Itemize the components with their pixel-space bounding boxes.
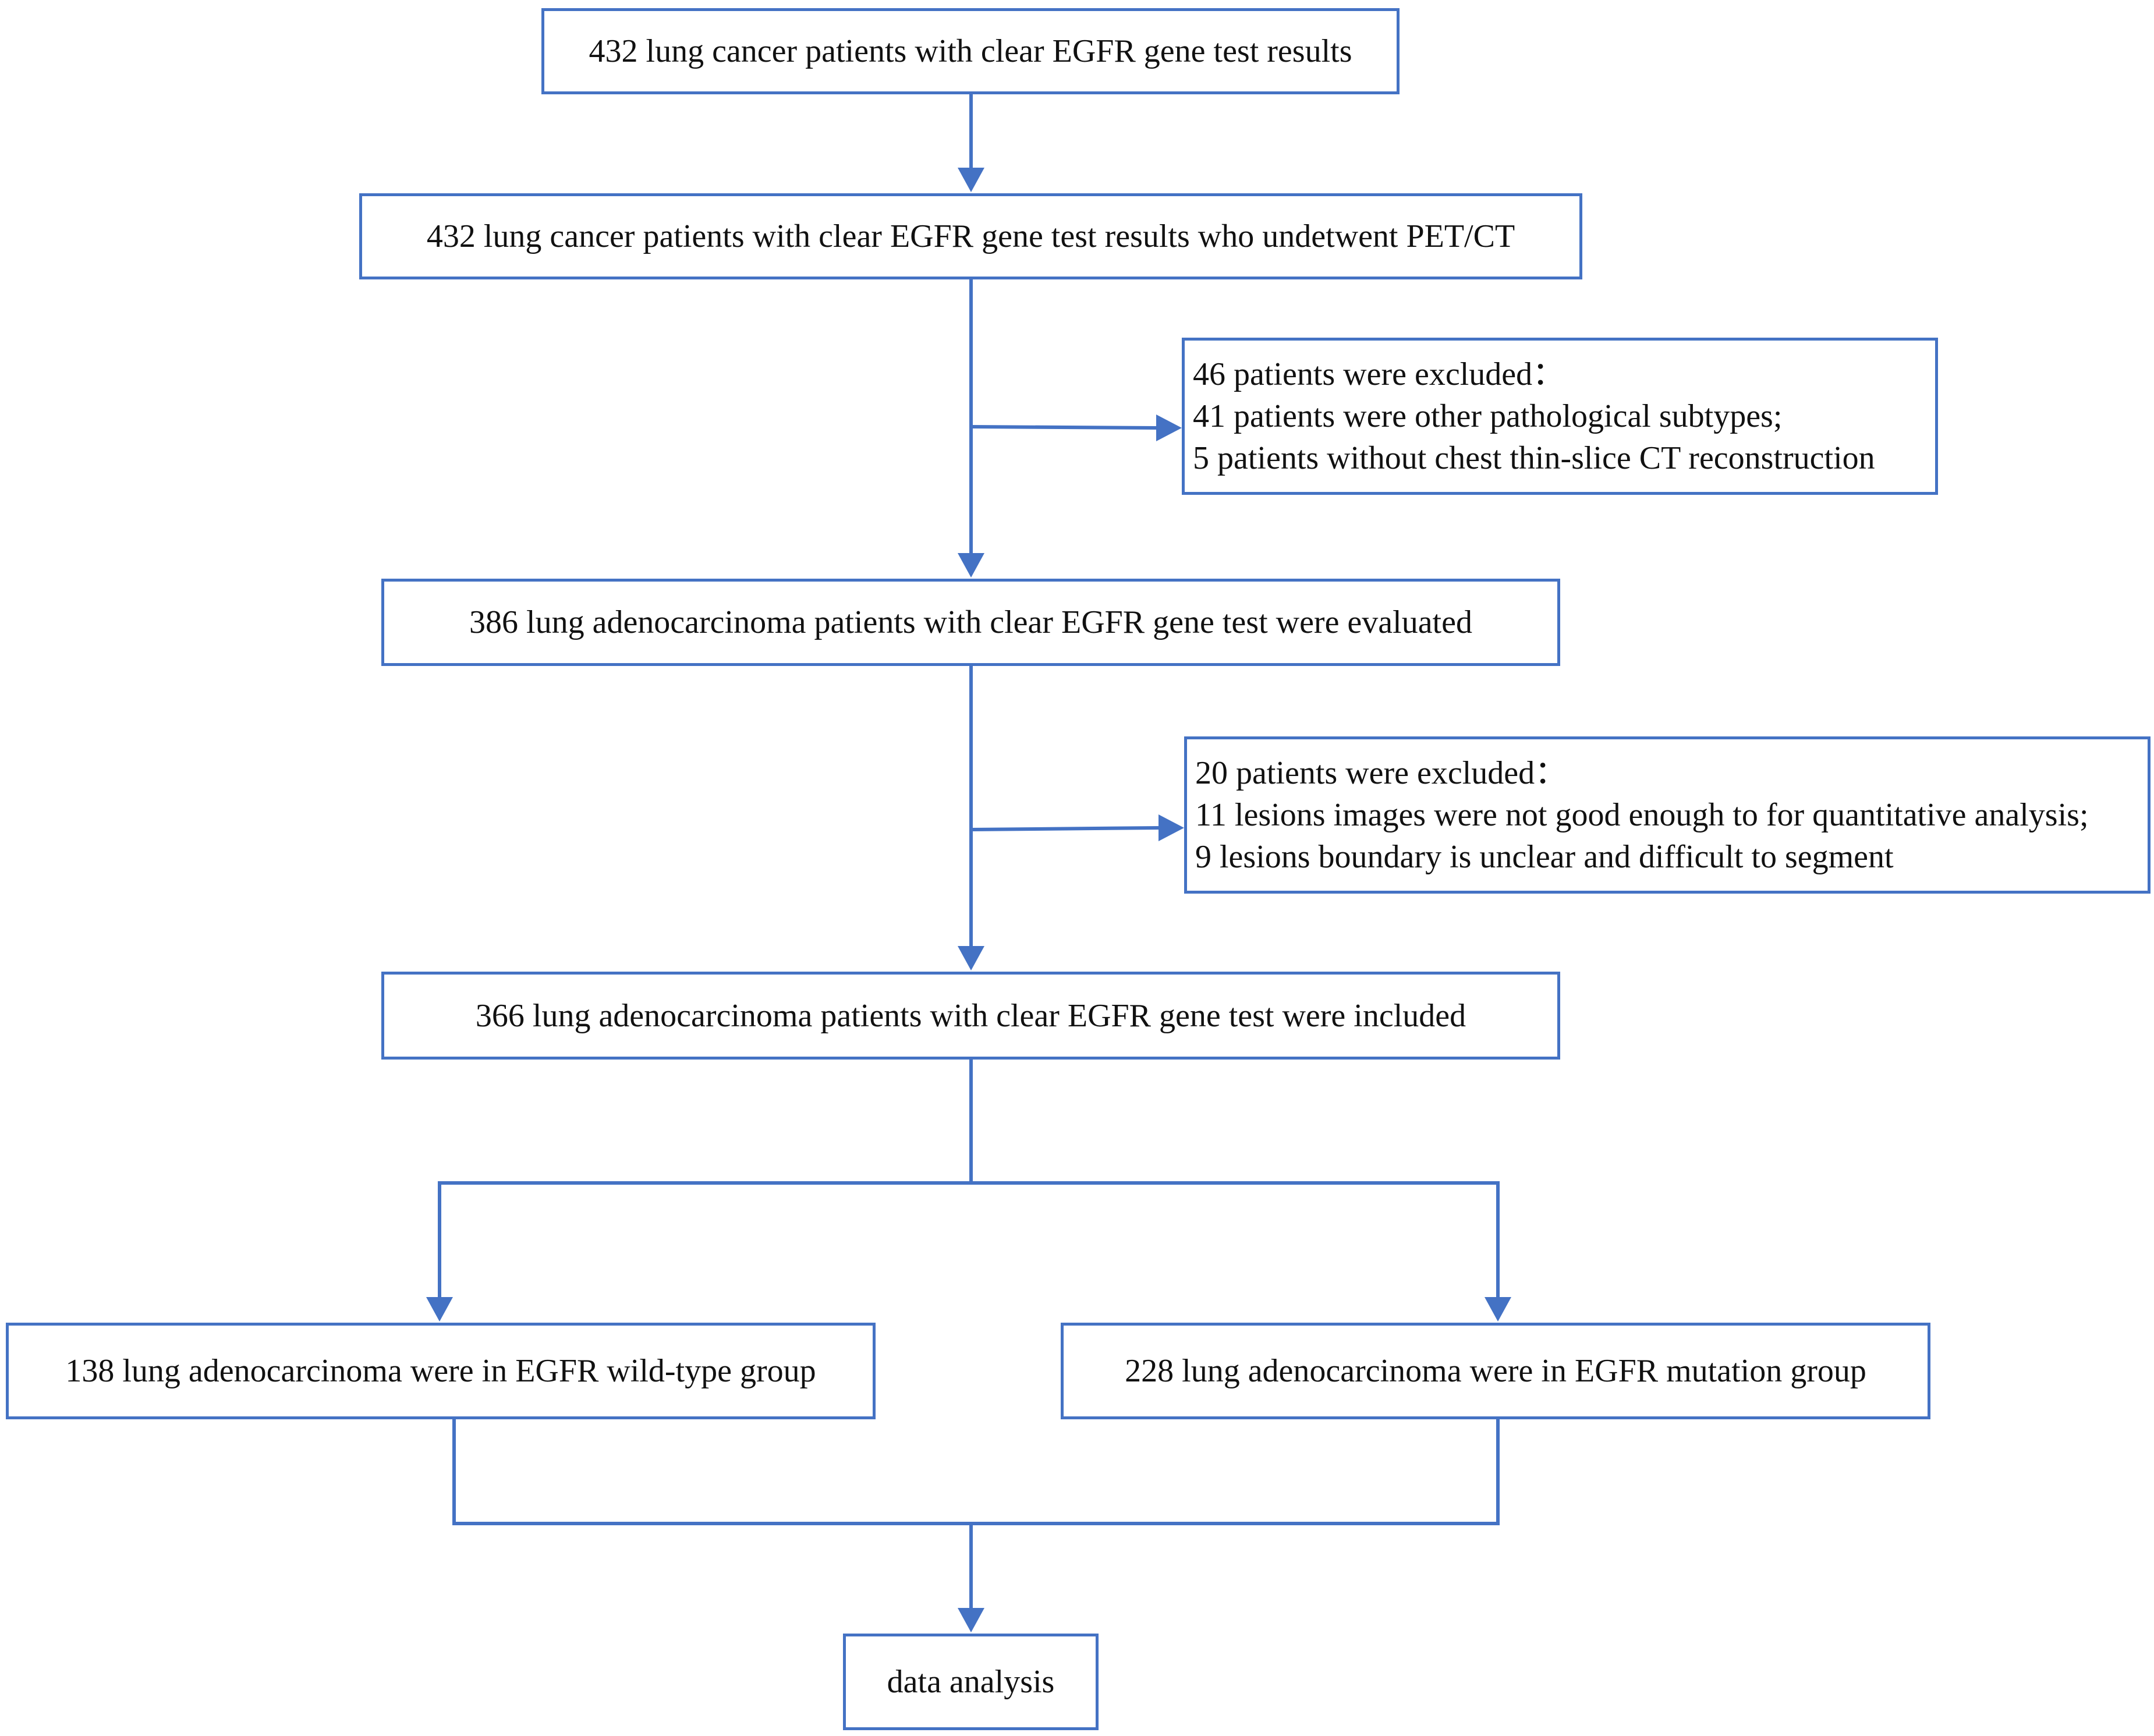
box-pet-ct-patients: 432 lung cancer patients with clear EGFR…	[359, 193, 1582, 279]
merge-bar	[452, 1418, 1500, 1525]
exclusion-2-line-1: 20 patients were excluded：	[1195, 755, 1568, 791]
arrowhead-exclusion-1	[1156, 414, 1182, 441]
exclusion-2-line-2: 11 lesions images were not good enough t…	[1195, 797, 2089, 833]
exclusion-1-line-2: 41 patients were other pathological subt…	[1193, 398, 1783, 434]
box-pet-ct-patients-label: 432 lung cancer patients with clear EGFR…	[426, 218, 1515, 254]
box-wild-type-group-label: 138 lung adenocarcinoma were in EGFR wil…	[65, 1353, 816, 1389]
box-mutation-group: 228 lung adenocarcinoma were in EGFR mut…	[1061, 1323, 1930, 1419]
arrowhead-merge-6	[958, 1608, 984, 1632]
arrowhead-3-4	[958, 946, 984, 970]
box-wild-type-group: 138 lung adenocarcinoma were in EGFR wil…	[6, 1323, 876, 1419]
arrowhead-1-2	[958, 168, 984, 192]
exclusion-1-line-3: 5 patients without chest thin-slice CT r…	[1193, 440, 1875, 476]
box-exclusion-2: 20 patients were excluded： 11 lesions im…	[1184, 736, 2151, 894]
box-included-patients-label: 366 lung adenocarcinoma patients with cl…	[475, 997, 1466, 1034]
box-initial-patients-label: 432 lung cancer patients with clear EGFR…	[589, 33, 1352, 69]
arrowhead-split-left	[426, 1297, 453, 1322]
box-data-analysis: data analysis	[843, 1634, 1099, 1730]
exclusion-2-lines: 20 patients were excluded： 11 lesions im…	[1195, 752, 2089, 878]
connector-exclusion-2	[970, 826, 1160, 831]
box-included-patients: 366 lung adenocarcinoma patients with cl…	[381, 972, 1560, 1060]
box-data-analysis-label: data analysis	[887, 1664, 1055, 1700]
connector-exclusion-1	[970, 425, 1158, 430]
arrowhead-2-3	[958, 553, 984, 578]
split-bar	[438, 1181, 1500, 1304]
exclusion-1-lines: 46 patients were excluded： 41 patients w…	[1193, 353, 1875, 479]
arrowhead-split-right	[1485, 1297, 1511, 1322]
exclusion-2-line-3: 9 lesions boundary is unclear and diffic…	[1195, 839, 1894, 875]
box-initial-patients: 432 lung cancer patients with clear EGFR…	[541, 8, 1400, 94]
box-mutation-group-label: 228 lung adenocarcinoma were in EGFR mut…	[1125, 1353, 1866, 1389]
box-exclusion-1: 46 patients were excluded： 41 patients w…	[1182, 338, 1938, 495]
box-evaluated-patients: 386 lung adenocarcinoma patients with cl…	[381, 579, 1560, 666]
box-evaluated-patients-label: 386 lung adenocarcinoma patients with cl…	[469, 604, 1472, 640]
exclusion-1-line-1: 46 patients were excluded：	[1193, 356, 1565, 392]
arrowhead-exclusion-2	[1159, 814, 1184, 841]
